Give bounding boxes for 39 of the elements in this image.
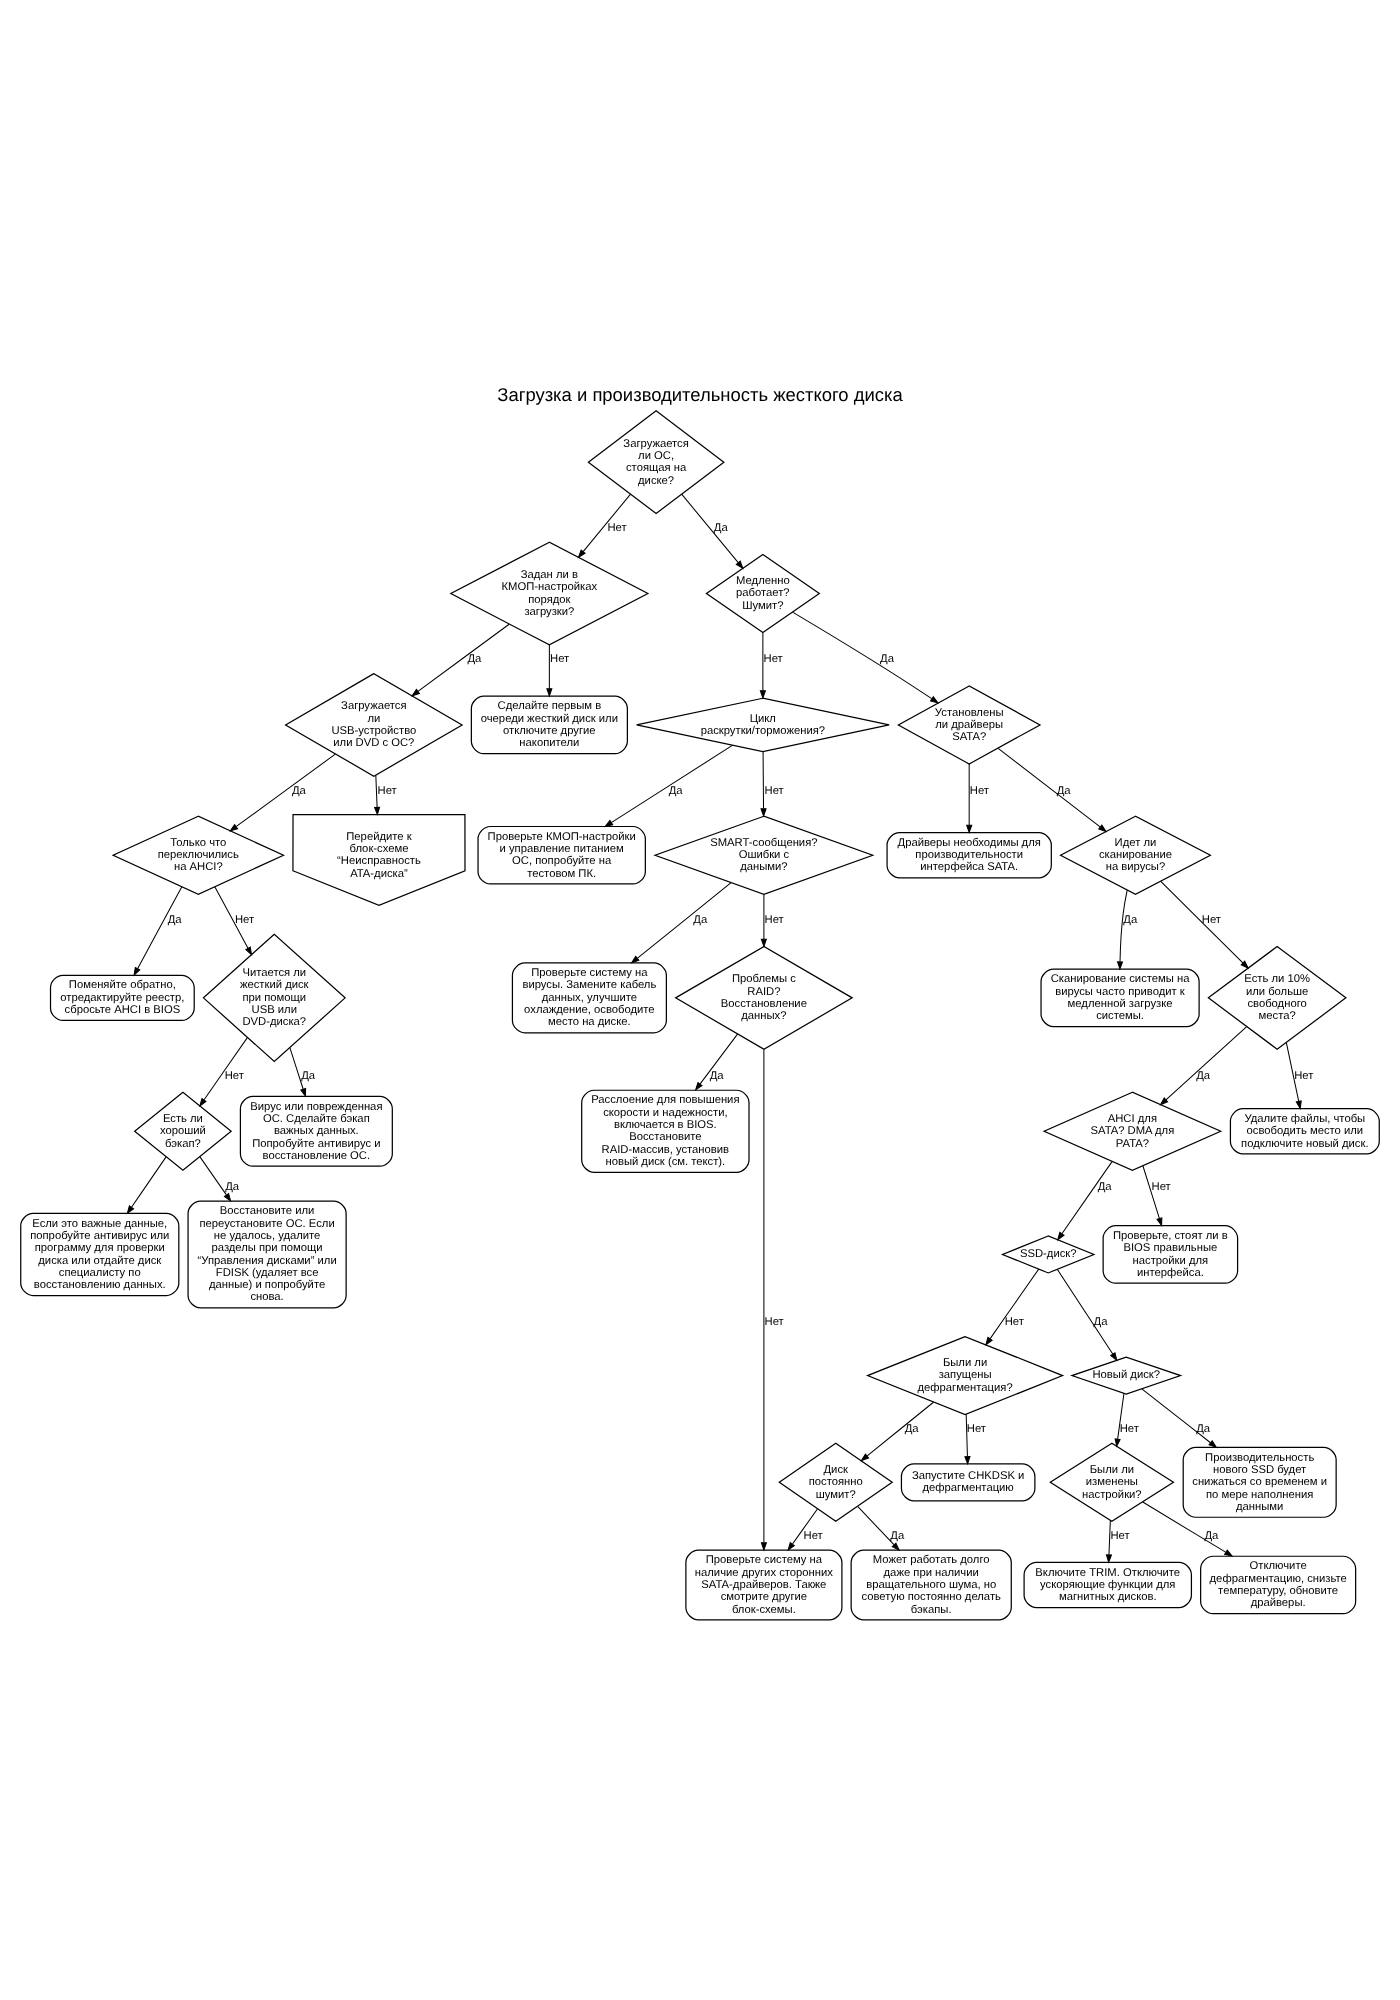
arrow <box>1160 879 1250 969</box>
arrow <box>792 610 940 703</box>
arrow <box>694 1032 738 1091</box>
arrow <box>126 1155 167 1214</box>
arrow <box>603 743 733 827</box>
arrow <box>1116 888 1128 970</box>
diagram-title: Загрузка и производительность жесткого диска <box>497 383 903 404</box>
arrow <box>546 643 553 697</box>
arrow <box>199 1036 248 1107</box>
arrow <box>229 752 336 831</box>
arrow <box>133 885 183 976</box>
arrow <box>289 1046 307 1097</box>
arrow <box>410 622 510 696</box>
arrow <box>965 762 973 833</box>
arrow <box>1056 1268 1118 1361</box>
arrow <box>787 1507 818 1551</box>
arrow <box>985 1267 1040 1345</box>
arrow <box>1141 1387 1218 1448</box>
arrow <box>1159 1025 1247 1105</box>
arrow <box>1105 1519 1113 1563</box>
arrow <box>997 746 1108 832</box>
arrow <box>760 892 768 947</box>
arrow <box>760 750 767 817</box>
arrow <box>1142 1500 1234 1556</box>
arrow <box>1114 1391 1125 1447</box>
arrow <box>373 773 381 816</box>
arrow <box>630 881 732 963</box>
arrow <box>199 1155 232 1202</box>
arrow <box>214 885 253 956</box>
arrow <box>681 492 744 569</box>
arrow <box>964 1412 971 1465</box>
arrow <box>860 1400 934 1461</box>
arrow <box>577 492 632 558</box>
arrow <box>1285 1041 1302 1109</box>
arrow <box>760 1047 768 1551</box>
arrow <box>759 631 767 699</box>
arrow <box>857 1505 901 1551</box>
arrow <box>1142 1164 1163 1226</box>
arrow <box>1056 1160 1113 1240</box>
